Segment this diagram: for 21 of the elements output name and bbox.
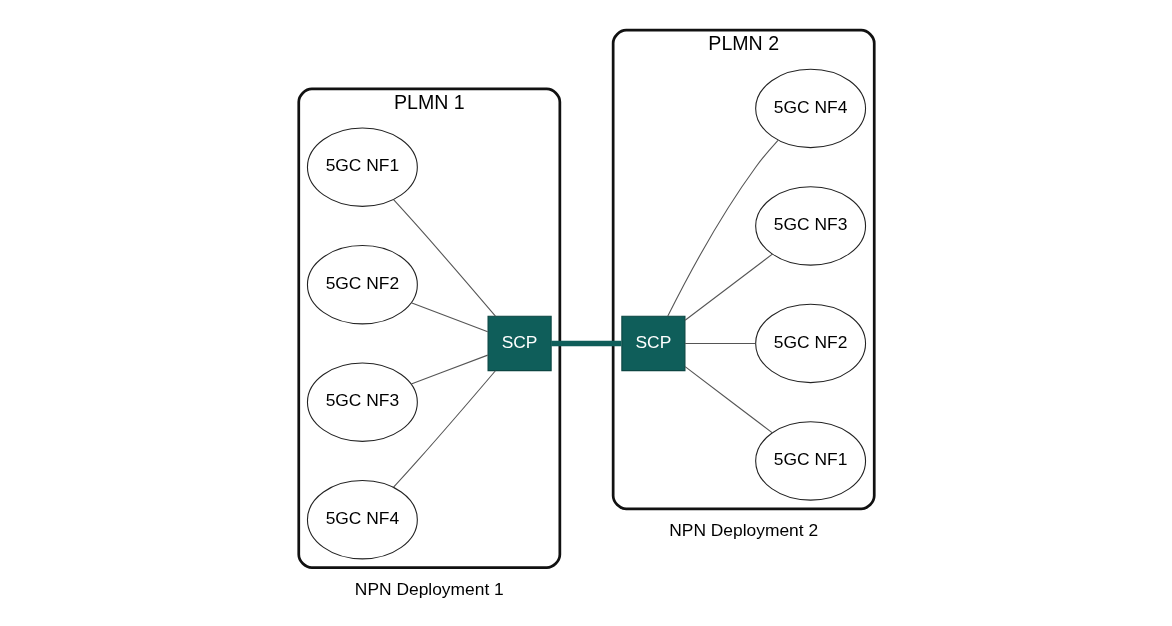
connector	[666, 139, 779, 317]
connector	[684, 366, 773, 434]
node-box: SCP	[620, 315, 685, 372]
node-ellipse: 5GC NF4	[754, 68, 866, 149]
connector	[410, 354, 488, 385]
node-ellipse: 5GC NF2	[754, 303, 866, 384]
connector	[392, 199, 496, 317]
node-box: SCP	[487, 315, 552, 372]
connector	[684, 253, 773, 321]
node-label: NPN Deployment 2	[668, 519, 818, 540]
node-ellipse: 5GC NF2	[306, 245, 418, 325]
connector	[392, 370, 496, 488]
node-ellipse: 5GC NF3	[754, 186, 866, 266]
node-ellipse: 5GC NF1	[754, 421, 866, 501]
connector	[550, 340, 621, 347]
node-label: NPN Deployment 1	[354, 578, 504, 599]
node-ellipse: 5GC NF4	[306, 480, 418, 560]
connector	[410, 302, 488, 333]
node-ellipse: 5GC NF3	[306, 362, 418, 442]
node-ellipse: 5GC NF1	[306, 127, 418, 207]
connector	[684, 342, 756, 344]
